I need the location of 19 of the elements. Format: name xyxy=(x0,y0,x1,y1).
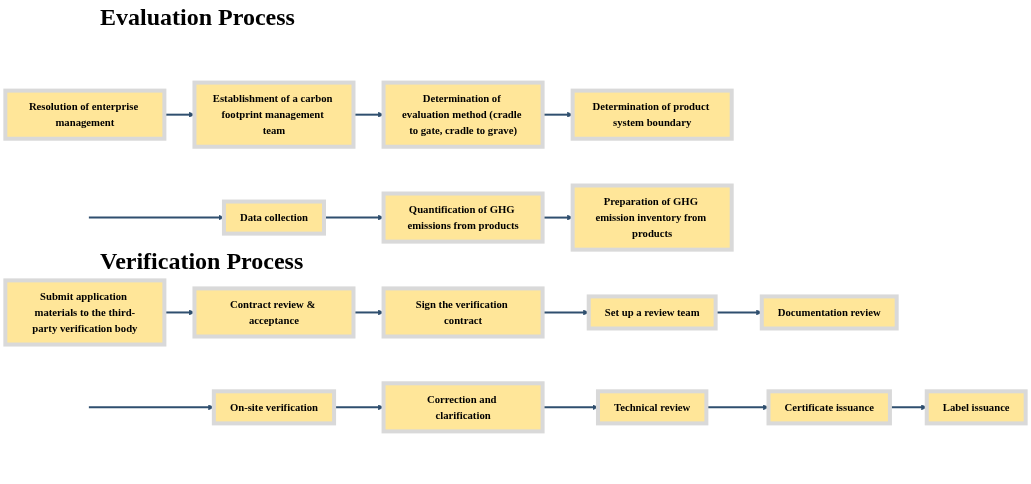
node-box: Establishment of a carbon footprint management team xyxy=(192,80,356,149)
node-box: Set up a review team xyxy=(586,294,718,331)
node-box: Resolution of enterprise management xyxy=(3,88,167,141)
node-box: Technical review xyxy=(595,389,709,426)
node-box: Contract review & acceptance xyxy=(192,286,356,339)
node-box: Submit application materials to the third-party verification body xyxy=(3,278,167,347)
node-box: Certificate issuance xyxy=(766,389,892,426)
node-box: Documentation review xyxy=(759,294,899,331)
node-box: On-site verification xyxy=(211,389,337,426)
section-heading: Evaluation Process xyxy=(100,4,295,31)
node-box: Determination of product system boundary xyxy=(570,88,734,141)
node-box: Data collection xyxy=(221,199,326,236)
node-box: Sign the verification contract xyxy=(381,286,545,339)
node-box: Determination of evaluation method (cradle to gate, cradle to grave) xyxy=(381,80,545,149)
section-heading: Verification Process xyxy=(100,248,304,276)
node-box: Preparation of GHG emission inventory from products xyxy=(570,183,734,252)
node-box: Correction and clarification xyxy=(381,381,545,434)
node-box: Quantification of GHG emissions from products xyxy=(381,191,545,244)
node-box: Label issuance xyxy=(924,389,1028,426)
